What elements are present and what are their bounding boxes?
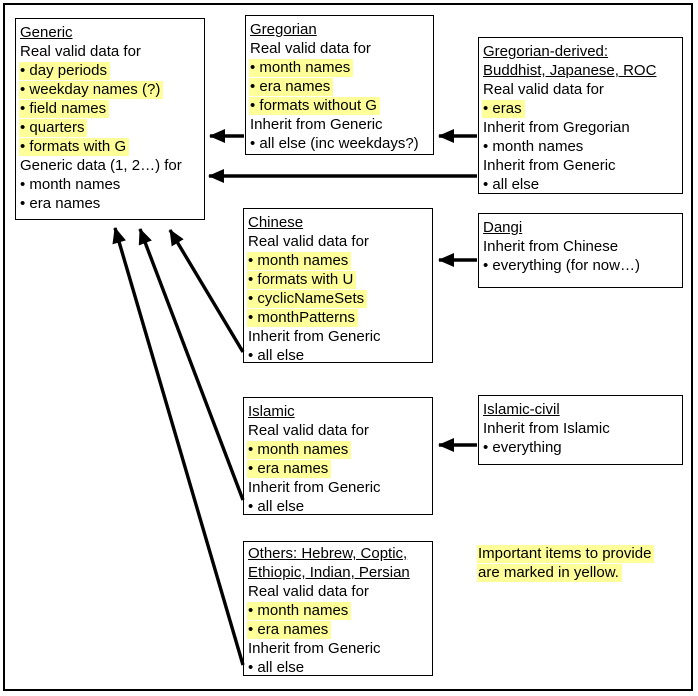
- box-line: Inherit from Generic: [248, 640, 381, 657]
- highlighted-item: • eras: [482, 100, 525, 118]
- highlighted-item: • month names: [249, 59, 354, 77]
- box-gregorian: Gregorian Real valid data for • month na…: [245, 15, 434, 155]
- box-line: • era names: [20, 195, 101, 212]
- box-title: Ethiopic, Indian, Persian: [248, 564, 410, 581]
- box-line: Inherit from Generic: [250, 116, 383, 133]
- box-line: Real valid data for: [248, 233, 369, 250]
- box-line: • everything: [483, 439, 562, 456]
- box-line: Inherit from Generic: [483, 157, 616, 174]
- box-line: Inherit from Islamic: [483, 420, 610, 437]
- highlighted-item: • month names: [247, 602, 352, 620]
- highlighted-item: • quarters: [19, 119, 88, 137]
- box-line: Inherit from Gregorian: [483, 119, 630, 136]
- highlighted-item: • month names: [247, 441, 352, 459]
- box-line: Real valid data for: [248, 422, 369, 439]
- highlighted-item: • cyclicNameSets: [247, 290, 368, 308]
- highlighted-item: • formats with G: [19, 138, 130, 156]
- box-islamic-civil: Islamic-civil Inherit from Islamic • eve…: [478, 395, 683, 465]
- box-title: Generic: [20, 24, 73, 41]
- box-line: Real valid data for: [20, 43, 141, 60]
- box-line: • month names: [20, 176, 121, 193]
- box-gregorian-derived: Gregorian-derived: Buddhist, Japanese, R…: [478, 37, 683, 194]
- box-title: Chinese: [248, 214, 304, 231]
- box-title: Islamic-civil: [483, 401, 560, 418]
- box-line: • all else: [483, 176, 540, 193]
- box-line: Real valid data for: [483, 81, 604, 98]
- highlighted-item: • era names: [249, 78, 334, 96]
- highlighted-item: • weekday names (?): [19, 81, 164, 99]
- legend-note: Important items to provide are marked in…: [477, 544, 655, 582]
- box-title: Gregorian-derived:: [483, 43, 609, 60]
- box-line: Real valid data for: [248, 583, 369, 600]
- box-dangi: Dangi Inherit from Chinese • everything …: [478, 213, 683, 288]
- highlighted-item: • month names: [247, 252, 352, 270]
- box-line: Inherit from Generic: [248, 479, 381, 496]
- box-others: Others: Hebrew, Coptic, Ethiopic, Indian…: [243, 541, 433, 676]
- box-line: • all else (inc weekdays?): [250, 135, 419, 152]
- box-line: • all else: [248, 498, 305, 515]
- box-chinese: Chinese Real valid data for • month name…: [243, 208, 433, 364]
- box-title: Dangi: [483, 219, 523, 236]
- highlighted-item: • formats with U: [247, 271, 357, 289]
- box-title: Buddhist, Japanese, ROC: [483, 62, 657, 79]
- box-title: Gregorian: [250, 21, 317, 38]
- box-line: • all else: [248, 659, 305, 676]
- box-line: • month names: [483, 138, 584, 155]
- box-line: • all else: [248, 347, 305, 364]
- legend-note-line: are marked in yellow.: [477, 564, 622, 582]
- highlighted-item: • field names: [19, 100, 110, 118]
- box-title: Islamic: [248, 403, 295, 420]
- legend-note-line: Important items to provide: [477, 545, 655, 563]
- highlighted-item: • formats without G: [249, 97, 380, 115]
- highlighted-item: • era names: [247, 460, 332, 478]
- outer-frame: [3, 3, 693, 691]
- box-line: • everything (for now…): [483, 257, 640, 274]
- box-generic: Generic Real valid data for • day period…: [15, 18, 205, 220]
- highlighted-item: • era names: [247, 621, 332, 639]
- box-line: Generic data (1, 2…) for: [20, 157, 182, 174]
- box-line: Inherit from Generic: [248, 328, 381, 345]
- box-line: Inherit from Chinese: [483, 238, 619, 255]
- box-title: Others: Hebrew, Coptic,: [248, 545, 408, 562]
- box-line: Real valid data for: [250, 40, 371, 57]
- box-islamic: Islamic Real valid data for • month name…: [243, 397, 433, 515]
- highlighted-item: • day periods: [19, 62, 110, 80]
- highlighted-item: • monthPatterns: [247, 309, 358, 327]
